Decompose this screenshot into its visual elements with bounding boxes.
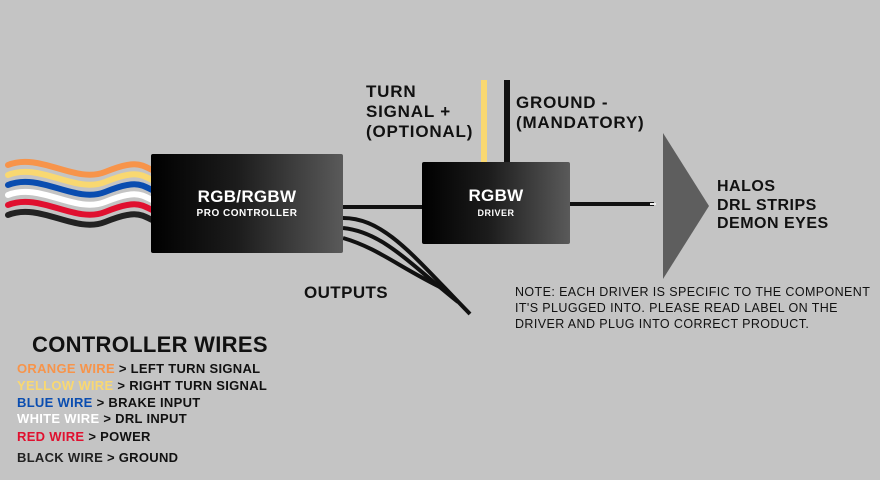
input-wire <box>5 158 155 178</box>
target-item: DEMON EYES <box>717 215 829 232</box>
driver-subtitle: DRIVER <box>477 208 515 218</box>
legend-row-orange: ORANGE WIRE > LEFT TURN SIGNAL <box>17 361 260 376</box>
input-wires <box>5 158 155 228</box>
legend-wire-name: ORANGE WIRE <box>17 361 115 376</box>
legend-wire-desc: > DRL INPUT <box>103 411 187 426</box>
ground-label-line: GROUND - <box>516 93 609 112</box>
legend-wire-name: RED WIRE <box>17 429 85 444</box>
ground-label-line: (MANDATORY) <box>516 113 645 132</box>
input-wire <box>5 188 155 208</box>
legend-row-black: BLACK WIRE > GROUND <box>17 450 178 465</box>
turn-signal-label-line: SIGNAL + <box>366 102 451 121</box>
legend-row-yellow: YELLOW WIRE > RIGHT TURN SIGNAL <box>17 378 267 393</box>
legend-wire-name: BLACK WIRE <box>17 450 104 465</box>
ground-label: GROUND - (MANDATORY) <box>516 93 644 133</box>
legend-wire-desc: > RIGHT TURN SIGNAL <box>117 378 268 393</box>
input-wire <box>5 168 155 188</box>
input-wire <box>5 178 155 198</box>
target-item: HALOS <box>717 178 776 195</box>
turn-signal-label: TURN SIGNAL + (OPTIONAL) <box>366 82 473 142</box>
output-arrow <box>663 133 709 279</box>
input-wire <box>5 198 155 218</box>
legend-wire-name: YELLOW WIRE <box>17 378 114 393</box>
output-wire <box>342 236 447 292</box>
driver-box: RGBW DRIVER <box>422 162 570 244</box>
controller-subtitle: PRO CONTROLLER <box>196 207 298 219</box>
driver-note: NOTE: EACH DRIVER IS SPECIFIC TO THE COM… <box>515 285 871 331</box>
legend-row-blue: BLUE WIRE > BRAKE INPUT <box>17 395 201 410</box>
turn-signal-label-line: (OPTIONAL) <box>366 122 474 141</box>
legend-row-white: WHITE WIRE > DRL INPUT <box>17 411 187 426</box>
controller-box: RGB/RGBW PRO CONTROLLER <box>151 154 343 253</box>
legend-row-red: RED WIRE > POWER <box>17 429 151 444</box>
legend-wire-name: WHITE WIRE <box>17 411 100 426</box>
input-wire <box>5 208 155 228</box>
driver-title: RGBW <box>468 186 524 205</box>
legend-wire-desc: > POWER <box>88 429 151 444</box>
legend-title: CONTROLLER WIRES <box>32 332 268 357</box>
legend-wire-desc: > LEFT TURN SIGNAL <box>118 361 261 376</box>
output-wires <box>342 216 472 316</box>
target-item: DRL STRIPS <box>717 196 817 214</box>
targets-label: HALOS DRL STRIPS DEMON EYES <box>717 178 829 234</box>
legend-wire-desc: > BRAKE INPUT <box>96 395 201 410</box>
turn-signal-label-line: TURN <box>366 82 417 101</box>
controller-title: RGB/RGBW <box>197 186 297 206</box>
legend-wire-desc: > GROUND <box>106 450 179 465</box>
outputs-label: OUTPUTS <box>304 283 389 302</box>
legend-wire-name: BLUE WIRE <box>17 395 93 410</box>
